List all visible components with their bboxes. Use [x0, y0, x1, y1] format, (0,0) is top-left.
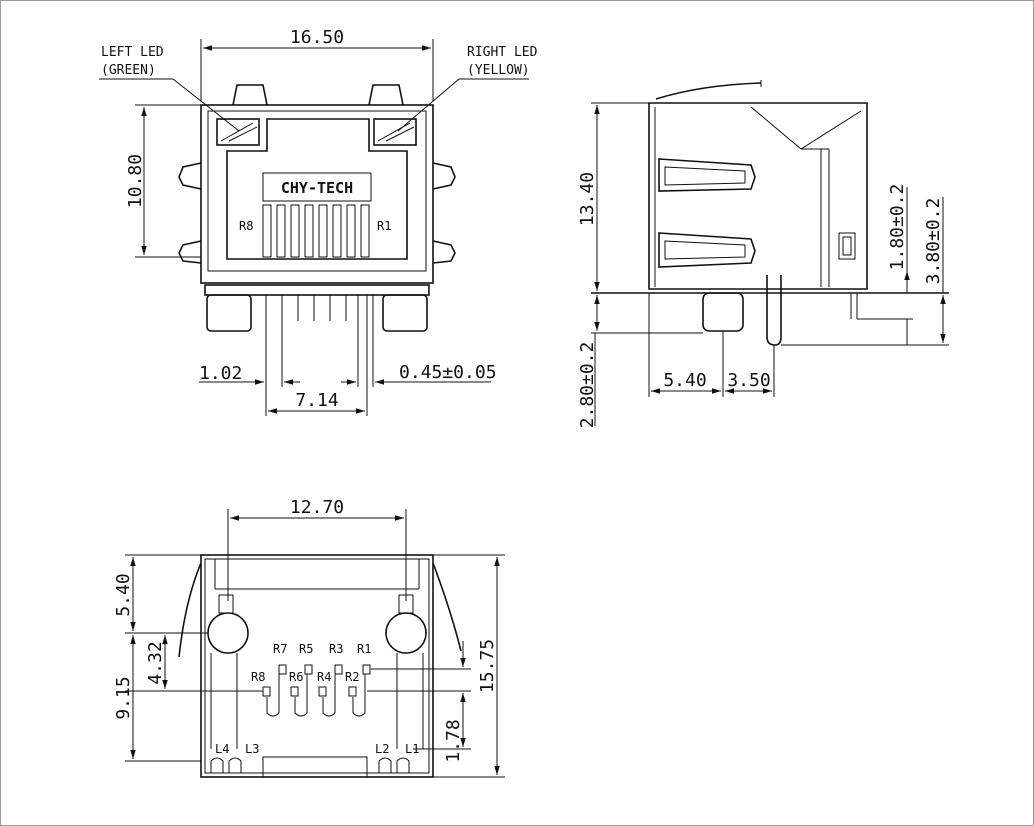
pin-label-r2: R2 [345, 670, 359, 684]
pin-row-dim: 9.15 [113, 676, 134, 719]
led-pin-l3: L3 [245, 742, 259, 756]
pin-span-dim: 7.14 [295, 390, 338, 411]
brand-label: CHY-TECH [281, 179, 353, 197]
total-depth-dim: 15.75 [477, 639, 498, 693]
pin-label-r5: R5 [299, 642, 313, 656]
pin-label-r4: R4 [317, 670, 331, 684]
side-view: 13.40 2.80±0.2 1.80±0.2 3.80±0.2 5.40 3.… [577, 80, 949, 428]
pin-label-r6: R6 [289, 670, 303, 684]
pin-label-r8: R8 [251, 670, 265, 684]
top-dim: 5.40 [113, 573, 134, 616]
pin-label-r1: R1 [357, 642, 371, 656]
front-view: 16.50 LEFT LED (GREEN) RIGHT LED (YELLOW… [99, 27, 538, 416]
front-width-dim: 16.50 [290, 27, 344, 48]
led-pin2-dim: 3.80±0.2 [923, 198, 944, 285]
led-pin-l1: L1 [405, 742, 419, 756]
row-offset-dim: 4.32 [145, 641, 166, 684]
left-led-color: (GREEN) [101, 63, 156, 78]
post-span-dim: 12.70 [290, 497, 344, 518]
side-height-dim: 13.40 [577, 172, 598, 226]
front-height-dim: 10.80 [125, 154, 146, 208]
led-row-dim: 1.78 [443, 719, 464, 762]
led-pin-dim: 1.80±0.2 [887, 184, 908, 271]
left-led-label: LEFT LED [101, 45, 164, 60]
right-led-label: RIGHT LED [467, 45, 538, 60]
offset-dim: 5.40 [663, 370, 706, 391]
front-pin-r1: R1 [377, 219, 391, 233]
pin-label-r3: R3 [329, 642, 343, 656]
pin-length-dim: 2.80±0.2 [577, 342, 598, 429]
pin-width-dim: 0.45±0.05 [399, 362, 497, 383]
bottom-view: 12.70 R [113, 497, 505, 778]
led-pin-l2: L2 [375, 742, 389, 756]
pin-offset-dim: 3.50 [727, 370, 770, 391]
r-pin-holes [262, 664, 371, 717]
contact-fingers [262, 204, 370, 258]
pin-label-r7: R7 [273, 642, 287, 656]
right-led-color: (YELLOW) [467, 63, 530, 78]
led-pin-l4: L4 [215, 742, 229, 756]
edge-dim: 1.02 [199, 363, 242, 384]
front-pin-r8: R8 [239, 219, 253, 233]
